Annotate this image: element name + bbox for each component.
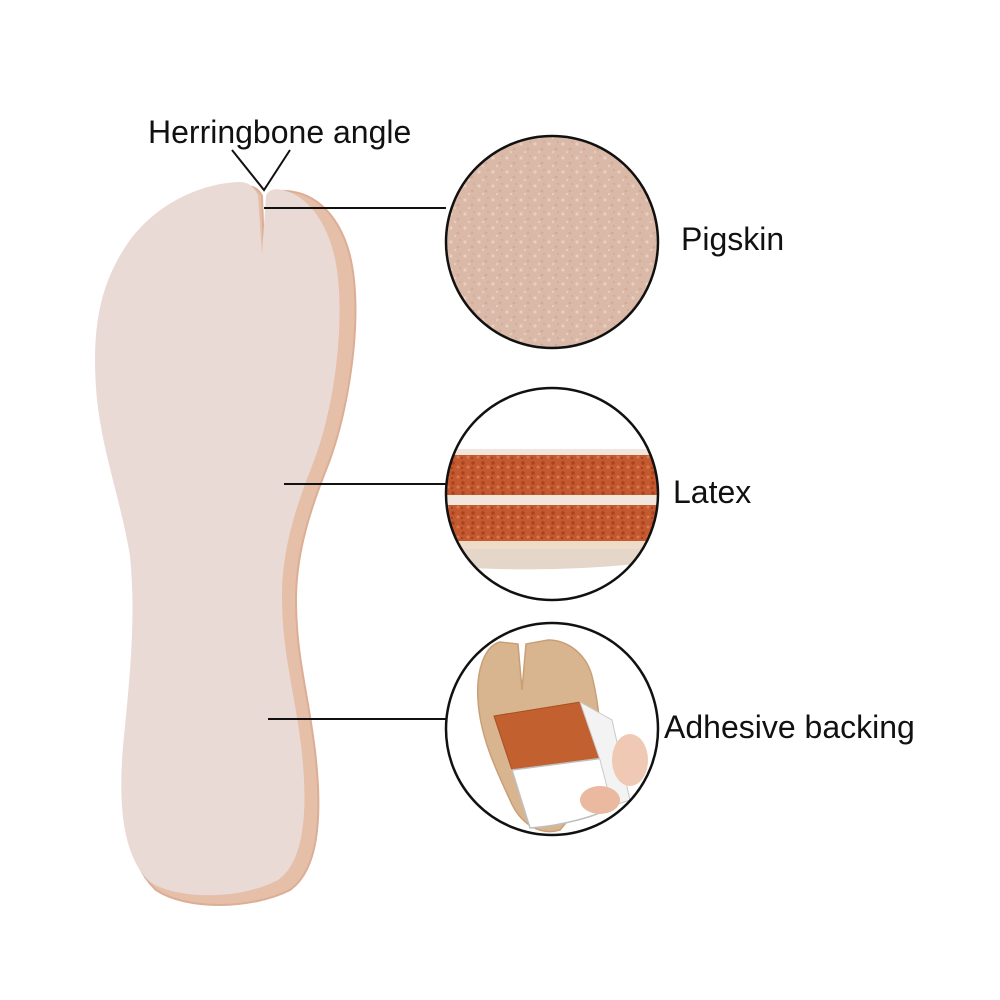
latex-circle — [440, 380, 670, 610]
latex-label: Latex — [673, 474, 751, 511]
pigskin-label: Pigskin — [681, 221, 784, 258]
adhesive-label: Adhesive backing — [664, 709, 915, 746]
herringbone-label: Herringbone angle — [148, 114, 411, 151]
insole-shape — [95, 182, 355, 905]
adhesive-circle — [440, 620, 670, 850]
pigskin-circle — [440, 130, 670, 360]
